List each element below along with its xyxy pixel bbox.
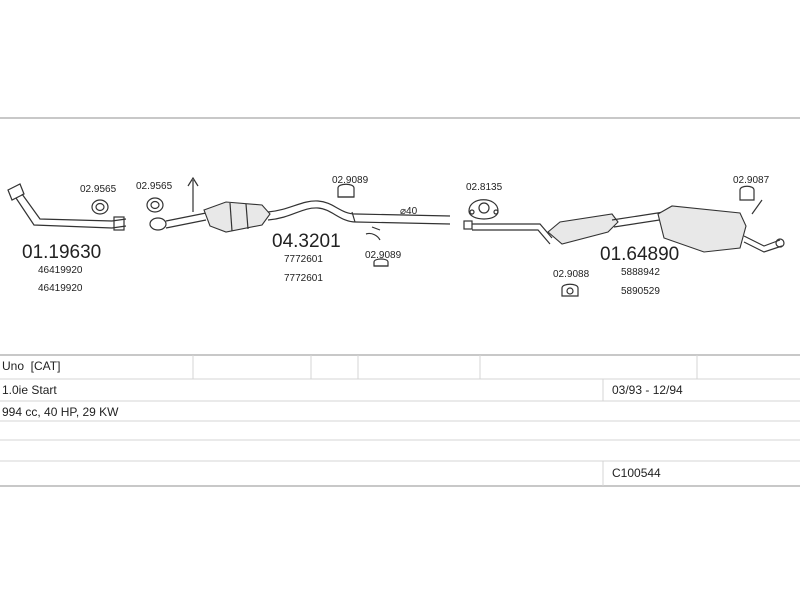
clamp-lower-number: 02.9089 [365, 250, 402, 261]
front-pipe-ref-1: 46419920 [38, 265, 83, 276]
gasket-2-number: 02.9565 [136, 181, 173, 192]
rear-silencer-number: 01.64890 [600, 244, 679, 265]
vehicle-years: 03/93 - 12/94 [612, 383, 683, 397]
hanger-2-part[interactable] [739, 185, 763, 215]
sensor-arrow-icon [187, 176, 199, 212]
catalyst-number: 04.3201 [272, 231, 341, 252]
flange-seal-number: 02.8135 [466, 182, 503, 193]
pipe-diameter-label: ⌀40 [400, 206, 418, 217]
gasket-2-part[interactable] [146, 197, 164, 213]
hanger-1-number: 02.9088 [553, 269, 590, 280]
gasket-1-part[interactable] [91, 199, 109, 215]
clamp-upper-part[interactable] [337, 183, 355, 198]
hanger-2-number: 02.9087 [733, 175, 770, 186]
clamp-upper-number: 02.9089 [332, 175, 369, 186]
vehicle-model: Uno [CAT] [2, 359, 60, 373]
vehicle-spec: 994 cc, 40 HP, 29 KW [2, 405, 119, 419]
vehicle-code: C100544 [612, 466, 661, 480]
rear-silencer-part[interactable] [463, 205, 785, 253]
catalyst-part[interactable] [149, 200, 451, 233]
rear-silencer-ref-1: 5888942 [621, 267, 660, 278]
catalyst-ref-2: 7772601 [284, 273, 323, 284]
clamp-lower-part[interactable] [365, 226, 389, 267]
gasket-1-number: 02.9565 [80, 184, 117, 195]
vehicle-info-table [0, 354, 800, 487]
rear-silencer-ref-2: 5890529 [621, 286, 660, 297]
hanger-1-part[interactable] [561, 283, 579, 297]
front-pipe-ref-2: 46419920 [38, 283, 83, 294]
flange-seal-part[interactable] [468, 199, 499, 220]
front-pipe-number: 01.19630 [22, 242, 101, 263]
catalyst-ref-1: 7772601 [284, 254, 323, 265]
front-pipe-part[interactable] [7, 183, 127, 231]
vehicle-engine: 1.0ie Start [2, 383, 57, 397]
